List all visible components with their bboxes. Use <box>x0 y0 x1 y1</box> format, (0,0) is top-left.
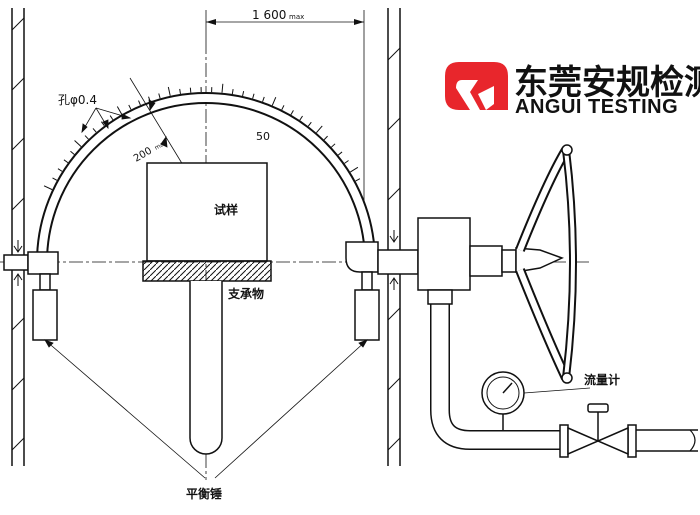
scale-tick <box>331 143 336 148</box>
scale-tick <box>337 151 343 156</box>
brand-name-en: ANGUI TESTING <box>515 96 678 118</box>
pressure-gauge-icon <box>481 371 591 430</box>
scale-tick <box>63 159 69 164</box>
scale-tick <box>271 96 277 106</box>
left-pivot <box>3 240 59 291</box>
scale-tick <box>92 128 97 133</box>
scale-tick <box>231 89 234 95</box>
spray-arc <box>36 92 376 263</box>
scale-tick <box>138 100 141 106</box>
scale-tick <box>344 160 349 164</box>
left-counterweight <box>32 289 58 341</box>
drive-shaft <box>377 217 517 291</box>
dimension-height <box>129 77 187 171</box>
scale-tick <box>307 121 312 127</box>
scale-tick <box>128 104 132 110</box>
scale-mark-label: 50 <box>256 130 270 143</box>
scale-tick <box>323 135 328 141</box>
right-counterweight <box>354 289 380 341</box>
scale-tick <box>355 178 361 182</box>
handwheel-icon <box>515 144 577 384</box>
scale-tick <box>57 168 63 172</box>
arc-scale-ticks <box>43 83 361 191</box>
scale-tick <box>262 96 265 102</box>
dimension-width-unit: max <box>289 13 304 21</box>
valve-icon <box>559 403 637 458</box>
dimension-height-label: 200 <box>132 146 154 165</box>
support-post <box>189 281 223 455</box>
left-wall <box>11 8 25 466</box>
right-wall <box>387 8 401 466</box>
support-label: 支承物 <box>227 286 264 301</box>
scale-tick <box>43 185 53 191</box>
hole-label: 孔φ0.4 <box>58 93 97 107</box>
support-plate <box>142 260 272 282</box>
scale-tick <box>252 93 255 99</box>
feed-pipe <box>427 289 698 452</box>
counterweight-label: 平衡锤 <box>186 486 222 501</box>
right-pivot <box>345 230 399 291</box>
scale-tick <box>116 106 123 115</box>
scale-tick <box>349 166 359 173</box>
scale-tick <box>281 105 285 111</box>
specimen-label: 试样 <box>214 202 238 217</box>
scale-tick <box>316 125 323 134</box>
scale-tick <box>242 90 245 97</box>
scale-tick <box>167 86 171 96</box>
counterweight-leaders <box>44 339 368 479</box>
scale-tick <box>299 115 303 121</box>
scale-tick <box>100 121 105 127</box>
scale-tick <box>52 177 58 181</box>
scale-tick <box>158 93 161 99</box>
hole-leaders <box>81 107 132 134</box>
scale-tick <box>70 150 75 155</box>
brand-name-cn: 东莞安规检测 <box>514 63 700 103</box>
scale-tick <box>179 88 181 95</box>
scale-tick <box>84 135 89 140</box>
dimension-width-label: 1 600 <box>252 8 286 22</box>
scale-tick <box>109 115 114 121</box>
specimen-box <box>146 162 268 262</box>
scale-tick <box>290 110 294 115</box>
flow-meter-label: 流量计 <box>584 372 620 387</box>
scale-tick <box>221 83 224 93</box>
scale-tick <box>74 140 82 147</box>
brand-logo-icon <box>445 62 508 110</box>
